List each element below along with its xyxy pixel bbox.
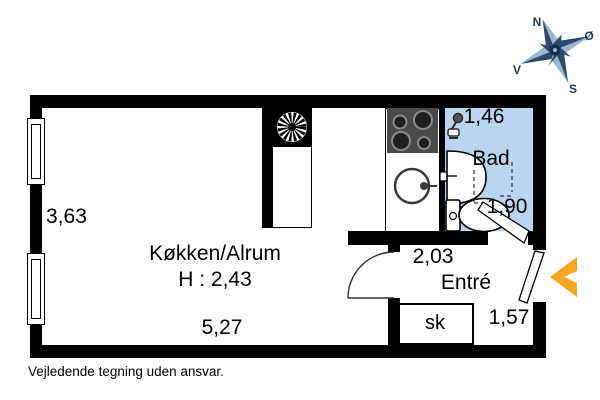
wall-entry-left-lower bbox=[388, 298, 400, 345]
kitchen-door-arc bbox=[347, 251, 395, 299]
compass-west-label: V bbox=[513, 63, 521, 77]
stove-burners-icon bbox=[391, 110, 433, 151]
kitchen-depth-dim: 3,63 bbox=[46, 205, 87, 228]
shower-icon bbox=[447, 112, 464, 139]
fan-icon bbox=[277, 112, 307, 142]
closet-label: sk bbox=[425, 312, 445, 334]
wall-entry-top-right bbox=[528, 231, 546, 245]
bath-door-leaf bbox=[477, 201, 530, 245]
bath-width-dim: 1,46 bbox=[463, 105, 505, 128]
bath-depth-dim: 1,90 bbox=[486, 195, 528, 218]
entry-name: Entré bbox=[440, 271, 492, 294]
entrance-arrow-icon bbox=[550, 257, 577, 297]
window-lower bbox=[27, 253, 45, 325]
closet-sk bbox=[398, 303, 474, 345]
kitchen-name: Køkken/Alrum bbox=[149, 242, 281, 265]
wall-entry-top bbox=[348, 231, 488, 245]
tall-cabinet bbox=[272, 146, 312, 228]
disclaimer-text: Vejledende tegning uden ansvar. bbox=[28, 364, 224, 379]
window-upper bbox=[27, 118, 45, 185]
wall-top bbox=[30, 95, 546, 108]
window-pane bbox=[31, 124, 41, 179]
entry-width-dim: 2,03 bbox=[412, 245, 454, 268]
kitchen-ceiling-height: H : 2,43 bbox=[178, 268, 252, 291]
compass-rose-icon: N Ø S V bbox=[513, 15, 594, 96]
kitchen-sink-icon bbox=[393, 167, 437, 205]
entrance-door-leaf bbox=[518, 250, 545, 304]
wall-bottom bbox=[30, 345, 546, 358]
compass-south-label: S bbox=[569, 82, 577, 96]
kitchen-width-dim: 5,27 bbox=[201, 316, 243, 339]
compass-north-label: N bbox=[533, 15, 542, 29]
bath-name: Bad bbox=[472, 147, 510, 170]
wall-entry-left-post bbox=[388, 231, 400, 252]
entry-depth-dim: 1,57 bbox=[488, 306, 530, 329]
wall-right-upper bbox=[533, 95, 546, 250]
wall-right-lower bbox=[533, 302, 546, 358]
compass-east-label: Ø bbox=[584, 29, 593, 43]
window-pane bbox=[31, 259, 41, 319]
wall-column bbox=[262, 108, 272, 228]
